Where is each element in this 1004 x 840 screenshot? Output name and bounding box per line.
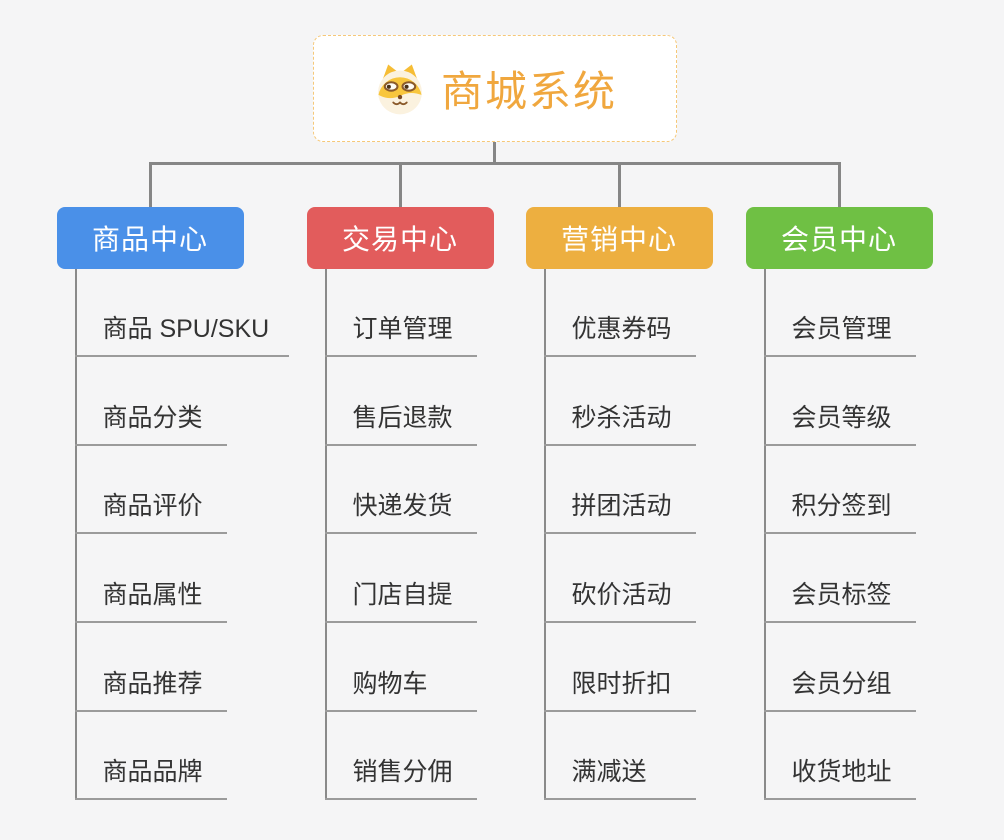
dog-icon xyxy=(373,62,427,116)
branch-item[interactable]: 购物车 xyxy=(324,667,477,712)
connector-bus xyxy=(149,162,841,165)
branch-item[interactable]: 收货地址 xyxy=(763,755,916,800)
connector-branch-drop xyxy=(838,162,841,207)
branch-item[interactable]: 会员管理 xyxy=(763,312,916,357)
branch-spine xyxy=(763,269,766,800)
root-node[interactable]: 商城系统 xyxy=(313,35,677,142)
branch-header[interactable]: 交易中心 xyxy=(306,207,494,269)
branch-item[interactable]: 会员等级 xyxy=(763,401,916,446)
branch-header-label: 交易中心 xyxy=(341,224,458,255)
branch-item[interactable]: 满减送 xyxy=(543,755,696,800)
branch-item[interactable]: 秒杀活动 xyxy=(543,401,696,446)
branch-item[interactable]: 商品推荐 xyxy=(74,667,227,712)
branch-item[interactable]: 商品 SPU/SKU xyxy=(74,312,290,357)
branch-item[interactable]: 限时折扣 xyxy=(543,667,696,712)
branch-item[interactable]: 商品评价 xyxy=(74,489,227,534)
branch-item[interactable]: 拼团活动 xyxy=(543,489,696,534)
branch-item[interactable]: 售后退款 xyxy=(324,401,477,446)
branch-header-label: 会员中心 xyxy=(780,224,897,255)
branch-item[interactable]: 会员标签 xyxy=(763,578,916,623)
branch-header-label: 商品中心 xyxy=(91,224,208,255)
branch-item[interactable]: 优惠券码 xyxy=(543,312,696,357)
branch-item[interactable]: 快递发货 xyxy=(324,489,477,534)
root-title: 商城系统 xyxy=(440,68,617,115)
branch-item[interactable]: 积分签到 xyxy=(763,489,916,534)
branch-header[interactable]: 会员中心 xyxy=(745,207,933,269)
branch-spine xyxy=(324,269,327,800)
branch-spine xyxy=(74,269,77,800)
connector-branch-drop xyxy=(618,162,621,207)
branch-item[interactable]: 订单管理 xyxy=(324,312,477,357)
connector-branch-drop xyxy=(399,162,402,207)
branch-item[interactable]: 商品分类 xyxy=(74,401,227,446)
branch-item[interactable]: 门店自提 xyxy=(324,578,477,623)
branch-item[interactable]: 会员分组 xyxy=(763,667,916,712)
branch-item[interactable]: 砍价活动 xyxy=(543,578,696,623)
branch-header-label: 营销中心 xyxy=(560,224,677,255)
connector-root-drop xyxy=(493,142,496,165)
branch-header[interactable]: 营销中心 xyxy=(525,207,713,269)
branch-header[interactable]: 商品中心 xyxy=(56,207,244,269)
branch-spine xyxy=(543,269,546,800)
branch-item[interactable]: 商品属性 xyxy=(74,578,227,623)
branch-item[interactable]: 销售分佣 xyxy=(324,755,477,800)
connector-branch-drop xyxy=(149,162,152,207)
branch-item[interactable]: 商品品牌 xyxy=(74,755,227,800)
